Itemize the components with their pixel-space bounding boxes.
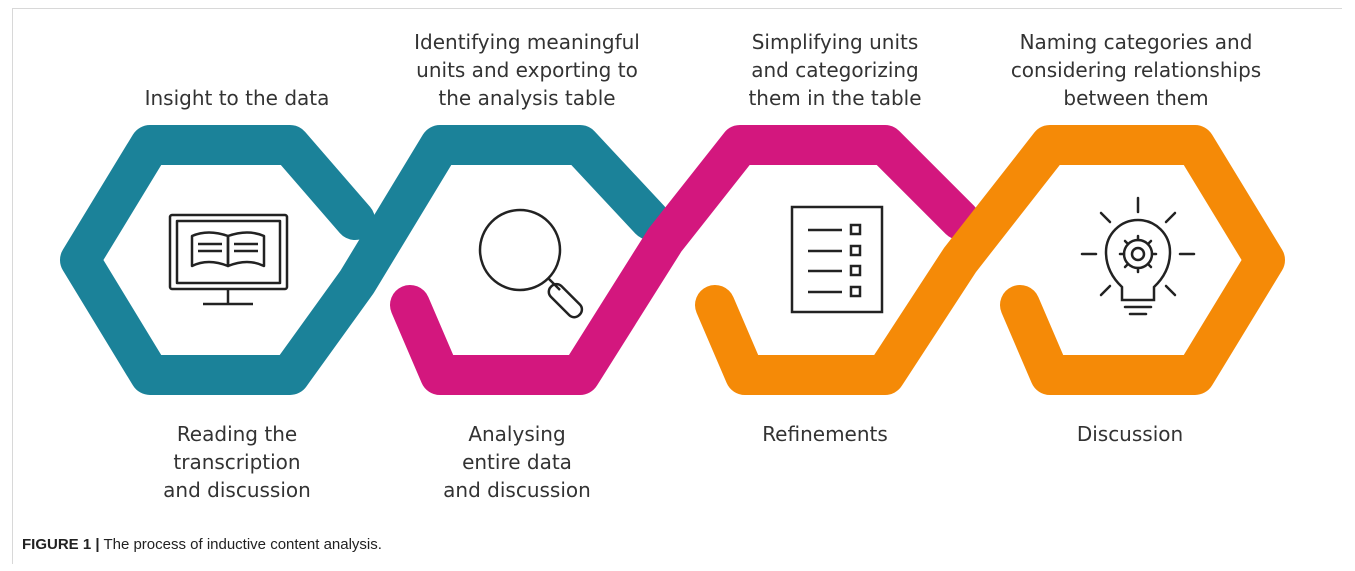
- step-1-bottom-label: Reading the transcription and discussion: [163, 422, 311, 502]
- step-3-bottom-label: Refinements: [762, 422, 888, 446]
- caption-text: The process of inductive content analysi…: [99, 536, 382, 553]
- hexagon-orange-1: [695, 125, 1285, 395]
- caption-label: FIGURE 1 |: [22, 536, 100, 553]
- step-4-bottom-label: Discussion: [1076, 422, 1184, 446]
- step-1-top-label: Insight to the data: [144, 86, 330, 110]
- step-3-top-label: Simplifying units and categorizing them …: [748, 30, 922, 110]
- hexagon-magenta: [390, 125, 980, 395]
- figure-caption: FIGURE 1 | The process of inductive cont…: [22, 536, 382, 553]
- step-2-bottom-label: Analysing entire data and discussion: [443, 422, 591, 502]
- monitor-book-icon: [168, 213, 289, 306]
- lightbulb-gear-icon: [1080, 196, 1196, 316]
- step-2-top-label: Identifying meaningful units and exporti…: [414, 30, 640, 110]
- figure-frame: [12, 8, 1342, 564]
- checklist-icon: [790, 205, 884, 314]
- step-4-top-label: Naming categories and considering relati…: [1010, 30, 1262, 110]
- hexagon-teal: [60, 125, 670, 395]
- magnifier-icon: [478, 208, 584, 319]
